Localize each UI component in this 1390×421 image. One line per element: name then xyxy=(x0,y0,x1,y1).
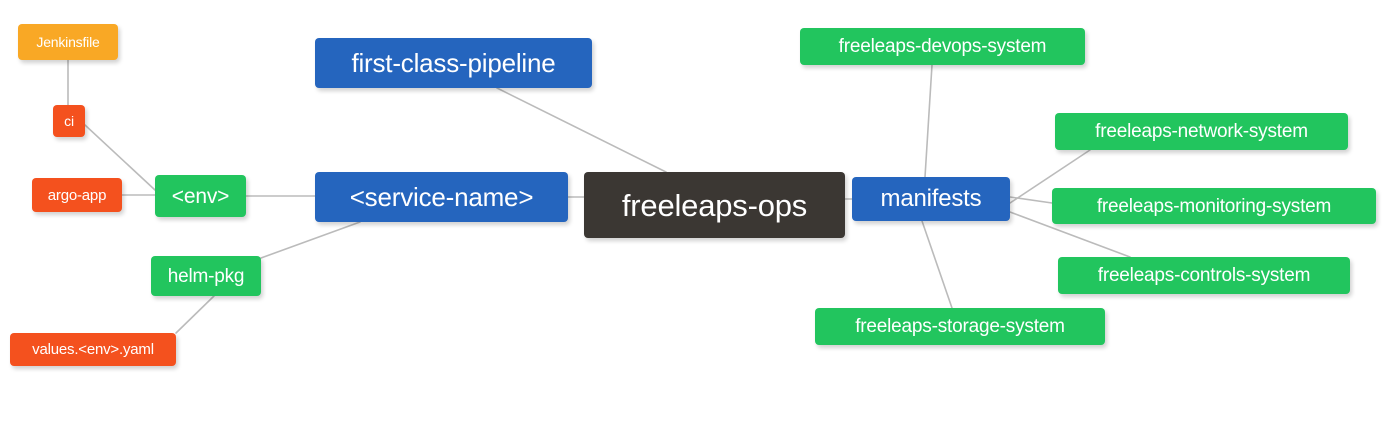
node-freeleaps-ops[interactable]: freeleaps-ops xyxy=(584,172,845,238)
node-label-freeleaps-controls-system: freeleaps-controls-system xyxy=(1097,265,1311,286)
edge-first-class-pipeline-to-freeleaps-ops xyxy=(496,87,667,173)
edge-manifests-to-freeleaps-storage-system xyxy=(921,220,953,309)
node-label-freeleaps-storage-system: freeleaps-storage-system xyxy=(855,316,1065,337)
node-manifests[interactable]: manifests xyxy=(852,177,1010,221)
node-env[interactable]: <env> xyxy=(155,175,246,217)
node-freeleaps-controls-system[interactable]: freeleaps-controls-system xyxy=(1058,257,1350,294)
node-label-freeleaps-network-system: freeleaps-network-system xyxy=(1095,121,1308,142)
edge-manifests-to-freeleaps-devops-system xyxy=(924,64,933,178)
edge-helm-pkg-to-service-name xyxy=(260,221,361,259)
node-freeleaps-devops-system[interactable]: freeleaps-devops-system xyxy=(800,28,1085,65)
edge-manifests-to-freeleaps-monitoring-system xyxy=(1009,196,1053,204)
edge-values-yaml-to-helm-pkg xyxy=(175,295,215,334)
node-label-freeleaps-monitoring-system: freeleaps-monitoring-system xyxy=(1096,195,1332,217)
node-label-freeleaps-ops: freeleaps-ops xyxy=(621,187,808,223)
node-service-name[interactable]: <service-name> xyxy=(315,172,568,222)
node-label-service-name: <service-name> xyxy=(349,182,534,212)
node-first-class-pipeline[interactable]: first-class-pipeline xyxy=(315,38,592,88)
node-freeleaps-network-system[interactable]: freeleaps-network-system xyxy=(1055,113,1348,150)
node-label-jenkinsfile: Jenkinsfile xyxy=(36,34,100,50)
node-freeleaps-storage-system[interactable]: freeleaps-storage-system xyxy=(815,308,1105,345)
node-label-first-class-pipeline: first-class-pipeline xyxy=(351,48,556,78)
node-ci[interactable]: ci xyxy=(53,105,85,137)
node-label-env: <env> xyxy=(171,184,230,208)
node-label-freeleaps-devops-system: freeleaps-devops-system xyxy=(838,36,1047,57)
node-argo-app[interactable]: argo-app xyxy=(32,178,122,212)
node-helm-pkg[interactable]: helm-pkg xyxy=(151,256,261,296)
node-label-manifests: manifests xyxy=(880,185,982,212)
node-label-helm-pkg: helm-pkg xyxy=(167,265,245,287)
node-label-argo-app: argo-app xyxy=(47,186,107,204)
node-values-yaml[interactable]: values.<env>.yaml xyxy=(10,333,176,366)
node-jenkinsfile[interactable]: Jenkinsfile xyxy=(18,24,118,60)
node-freeleaps-monitoring-system[interactable]: freeleaps-monitoring-system xyxy=(1052,188,1376,224)
node-label-ci: ci xyxy=(64,113,74,129)
node-label-values-yaml: values.<env>.yaml xyxy=(32,341,154,358)
